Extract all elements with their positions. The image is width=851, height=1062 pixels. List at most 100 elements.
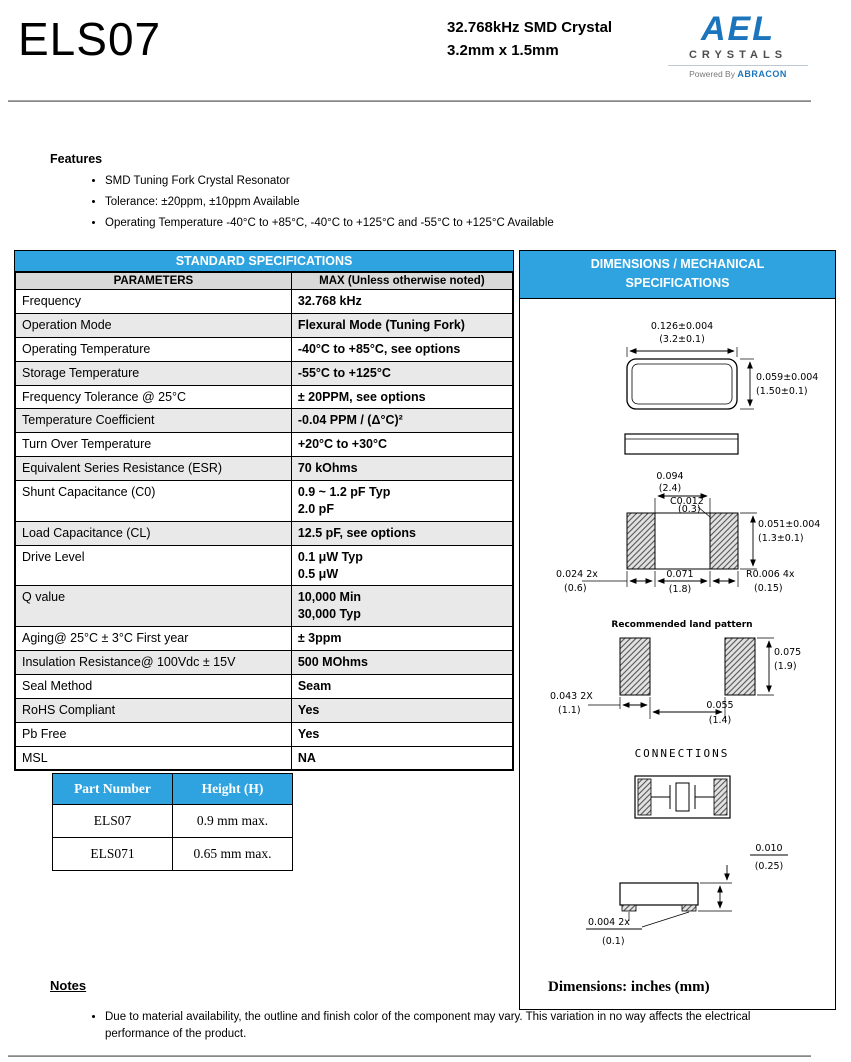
land-pattern-heading: Recommended land pattern (611, 620, 752, 630)
spec-value-cell: Yes (290, 697, 514, 723)
feature-item: SMD Tuning Fork Crystal Resonator (105, 171, 770, 191)
spec-value-cell: 0.1 μW Typ 0.5 μW (290, 544, 514, 587)
feature-item: Operating Temperature -40°C to +85°C, -4… (105, 213, 770, 233)
connections-heading: CONNECTIONS (635, 747, 730, 760)
dim-pad-gap-mm: (1.8) (669, 584, 692, 595)
part-col-height: Height (H) (172, 773, 293, 805)
features-list: SMD Tuning Fork Crystal ResonatorToleran… (105, 171, 770, 233)
page-title: ELS07 (18, 13, 162, 65)
spec-value-cell: NA (290, 745, 514, 771)
spec-value-cell: -40°C to +85°C, see options (290, 336, 514, 362)
spec-parameter-cell: Pb Free (15, 721, 292, 747)
dim-land-width-mm: (1.1) (558, 705, 581, 716)
spec-parameter-cell: Drive Level (15, 544, 292, 587)
spec-parameter-cell: Seal Method (15, 673, 292, 699)
spec-value-cell: ± 20PPM, see options (290, 384, 514, 410)
dim-standoff-mm: (0.1) (602, 936, 625, 947)
dim-height-in: 0.010 (755, 843, 782, 854)
spec-value-cell: 32.768 kHz (290, 289, 514, 314)
spec-parameter-cell: Load Capacitance (CL) (15, 520, 292, 546)
spec-value-cell: 12.5 pF, see options (290, 520, 514, 546)
note-item: Due to material availability, the outlin… (105, 1009, 760, 1044)
spec-value-cell: Yes (290, 721, 514, 747)
spec-parameter-cell: Storage Temperature (15, 360, 292, 386)
spec-value-cell: 10,000 Min 30,000 Typ (290, 585, 514, 628)
dimensions-title-line1: DIMENSIONS / MECHANICAL (590, 257, 765, 271)
powered-by-line: Powered By ABRACON (668, 65, 808, 79)
spec-table-title: STANDARD SPECIFICATIONS (15, 251, 513, 272)
header-divider (8, 100, 811, 102)
spec-value-cell: -55°C to +125°C (290, 360, 514, 386)
dim-top-height-in: 0.059±0.004 (756, 372, 818, 383)
spec-value-cell: 70 kOhms (290, 456, 514, 481)
dim-pad-length-in: 0.094 (656, 471, 683, 482)
dim-pad-gap-in: 0.071 (666, 569, 693, 580)
connections-drawing (634, 775, 731, 819)
spec-row: Equivalent Series Resistance (ESR)70 kOh… (15, 456, 514, 481)
spec-parameter-cell: MSL (15, 745, 292, 771)
top-view-drawing (626, 346, 754, 410)
pad-view-drawing (582, 492, 757, 587)
dim-top-width-mm: (3.2±0.1) (659, 334, 705, 345)
spec-row: Aging@ 25°C ± 3°C First year± 3ppm (15, 626, 514, 651)
dim-pad-radius-mm: (0.15) (754, 583, 783, 594)
dim-pad-length-mm: (2.4) (659, 483, 682, 494)
product-subtitle: 32.768kHz SMD Crystal 3.2mm x 1.5mm (447, 16, 612, 63)
dim-land-width-in: 0.043 2X (550, 691, 593, 702)
spec-value-cell: 500 MOhms (290, 650, 514, 675)
spec-parameter-cell: Frequency (15, 289, 292, 314)
dim-top-height-mm: (1.50±0.1) (756, 386, 808, 397)
features-heading: Features (50, 152, 103, 166)
spec-parameter-cell: Temperature Coefficient (15, 408, 292, 434)
side-view-drawing (624, 433, 739, 455)
spec-parameter-cell: Q value (15, 585, 292, 628)
notes-list: Due to material availability, the outlin… (105, 1009, 760, 1044)
height-view-drawing (586, 854, 788, 930)
dimensions-title-line2: SPECIFICATIONS (625, 276, 730, 291)
feature-item: Tolerance: ±20ppm, ±10ppm Available (105, 192, 770, 212)
spec-value-cell: Seam (290, 673, 514, 699)
dim-pad-pad-mm: (0.6) (564, 583, 587, 594)
dim-standoff-in: 0.004 2x (588, 917, 630, 928)
spec-parameter-cell: Equivalent Series Resistance (ESR) (15, 456, 292, 481)
spec-header-row: PARAMETERS MAX (Unless otherwise noted) (15, 272, 514, 290)
spec-value-cell: Flexural Mode (Tuning Fork) (290, 312, 514, 338)
ael-logo-text: AEL (701, 10, 775, 48)
spec-row: Temperature Coefficient-0.04 PPM / (Δ°C)… (15, 408, 514, 434)
dim-pad-chamfer-in: C0.012 (670, 496, 704, 507)
dim-top-width-in: 0.126±0.004 (651, 321, 713, 332)
spec-parameter-cell: Turn Over Temperature (15, 432, 292, 458)
spec-parameter-cell: Frequency Tolerance @ 25°C (15, 384, 292, 410)
spec-row: Turn Over Temperature+20°C to +30°C (15, 432, 514, 458)
footer-divider (8, 1055, 811, 1057)
part-col-number: Part Number (52, 773, 173, 805)
part-number-cell: ELS071 (52, 837, 173, 871)
ael-logo-crystals: CRYSTALS (688, 49, 788, 61)
spec-parameter-cell: RoHS Compliant (15, 697, 292, 723)
spec-value-cell: -0.04 PPM / (Δ°C)² (290, 408, 514, 434)
subtitle-line2: 3.2mm x 1.5mm (447, 42, 559, 60)
dim-land-height-mm: (1.9) (774, 661, 797, 672)
spec-row: Load Capacitance (CL)12.5 pF, see option… (15, 520, 514, 546)
ael-logo: AEL CRYSTALS Powered By ABRACON (668, 12, 808, 79)
spec-row: Shunt Capacitance (C0)0.9 ~ 1.2 pF Typ 2… (15, 480, 514, 522)
dimensions-panel: DIMENSIONS / MECHANICAL SPECIFICATIONS (519, 250, 836, 1010)
notes-section: Notes Due to material availability, the … (50, 978, 750, 1044)
standard-specifications: STANDARD SPECIFICATIONS PARAMETERS MAX (… (14, 250, 514, 772)
dim-pad-pad-in: 0.024 2x (556, 569, 598, 580)
spec-col-parameters: PARAMETERS (15, 272, 292, 290)
part-height-cell: 0.65 mm max. (172, 837, 293, 871)
powered-by-label: Powered By (689, 69, 738, 79)
